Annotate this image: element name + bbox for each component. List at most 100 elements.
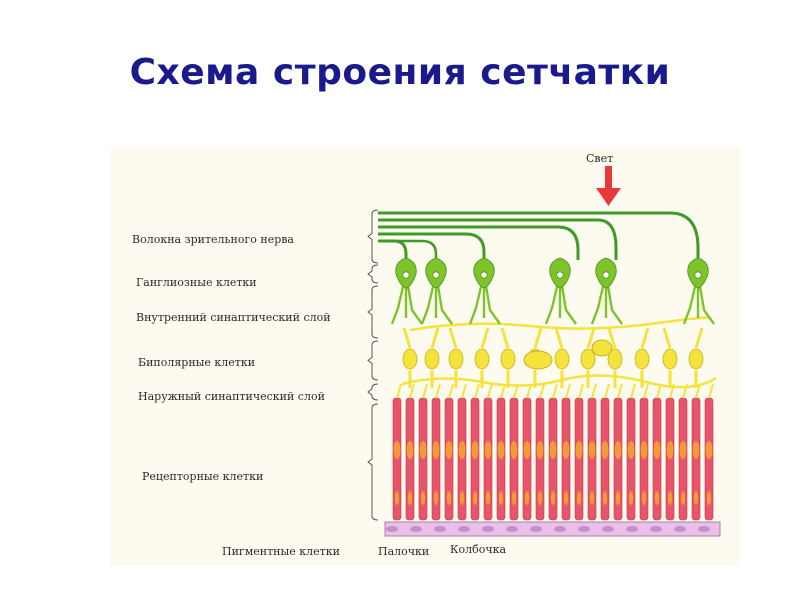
rod-segment [407, 491, 413, 505]
slide-title: Схема строения сетчатки [129, 52, 671, 93]
layer-bracket [367, 383, 379, 401]
pigment-cell [554, 526, 566, 532]
pigment-cell [386, 526, 398, 532]
retina-illustration [367, 166, 721, 537]
rod-segment [420, 491, 426, 505]
rod-segment [563, 491, 569, 505]
layer-bracket [367, 340, 379, 381]
rod-nucleus [523, 441, 531, 459]
optic-nerve-fiber [378, 239, 408, 260]
label-inner-synaptic-layer: Внутренний синаптический слой [136, 311, 331, 324]
rod-segment [576, 491, 582, 505]
bipolar-process [586, 327, 596, 388]
rod-nucleus [640, 441, 648, 459]
outer-synapse-stroke [500, 383, 506, 399]
rod-nucleus [601, 441, 609, 459]
rod-segment [706, 491, 712, 505]
outer-synapse-stroke [461, 383, 467, 399]
rod-segment [602, 491, 608, 505]
pigment-cell [530, 526, 542, 532]
rod-segment [537, 491, 543, 505]
outer-synapse-stroke [578, 383, 584, 399]
bipolar-process [640, 327, 650, 388]
outer-synapse-stroke [643, 383, 649, 399]
label-optic-nerve-fibers: Волокна зрительного нерва [132, 233, 294, 246]
rod-segment [394, 491, 400, 505]
rod-segment [641, 491, 647, 505]
rod-nucleus [627, 441, 635, 459]
rod-segment [511, 491, 517, 505]
rod-nucleus [705, 441, 713, 459]
rod-nucleus [432, 441, 440, 459]
ganglion-nucleus [694, 271, 702, 279]
rod-nucleus [679, 441, 687, 459]
outer-synapse-stroke [708, 383, 714, 399]
label-cone: Колбочка [450, 543, 507, 556]
ganglion-nucleus [480, 271, 488, 279]
rod-segment [459, 491, 465, 505]
rod-nucleus [549, 441, 557, 459]
horizontal-cell-process [401, 374, 717, 389]
outer-synapse-stroke [591, 383, 597, 399]
rod-segment [433, 491, 439, 505]
outer-synapse-stroke [487, 383, 493, 399]
amacrine-cell [523, 350, 553, 370]
rod-nucleus [458, 441, 466, 459]
rod-nucleus [588, 441, 596, 459]
optic-nerve-fiber [378, 218, 618, 260]
optic-nerve-fiber [378, 239, 438, 260]
rod-nucleus [471, 441, 479, 459]
bipolar-process [662, 327, 672, 388]
rod-nucleus [575, 441, 583, 459]
pigment-cell [458, 526, 470, 532]
rod-nucleus [614, 441, 622, 459]
label-pigment-cells: Пигментные клетки [222, 545, 340, 558]
bipolar-cell [634, 348, 650, 370]
outer-synapse-stroke [409, 383, 415, 399]
rod-segment [524, 491, 530, 505]
bipolar-cell [688, 348, 704, 370]
outer-synapse-stroke [604, 383, 610, 399]
label-bipolar-cells: Биполярные клетки [138, 356, 256, 369]
rod-segment [589, 491, 595, 505]
rod-segment [680, 491, 686, 505]
rod-nucleus [536, 441, 544, 459]
outer-synapse-stroke [565, 383, 571, 399]
retina-diagram: Свет Волокна зрительного нерва Ганглиозн… [110, 148, 740, 566]
pigment-cell [410, 526, 422, 532]
ganglion-nucleus [402, 271, 410, 279]
bipolar-process [402, 327, 412, 388]
rod-nucleus [692, 441, 700, 459]
ganglion-nucleus [556, 271, 564, 279]
optic-nerve-fiber [378, 232, 486, 260]
bipolar-process [480, 327, 490, 388]
rod-nucleus [653, 441, 661, 459]
layer-bracket [367, 285, 379, 339]
optic-nerve-fiber [378, 225, 580, 260]
rod-nucleus [445, 441, 453, 459]
outer-synapse-stroke [448, 383, 454, 399]
pigment-cell [650, 526, 662, 532]
outer-synapse-stroke [422, 383, 428, 399]
rod-segment [667, 491, 673, 505]
label-rods: Палочки [378, 545, 430, 558]
bipolar-cell [607, 348, 623, 370]
rod-segment [693, 491, 699, 505]
label-light: Свет [586, 152, 614, 165]
rod-segment [498, 491, 504, 505]
rod-nucleus [510, 441, 518, 459]
label-outer-synaptic-layer: Наружный синаптический слой [138, 390, 325, 403]
layer-bracket [367, 209, 379, 264]
rod-nucleus [406, 441, 414, 459]
layer-bracket [367, 403, 379, 521]
bipolar-cell [424, 348, 440, 370]
pigment-cell [602, 526, 614, 532]
bipolar-process [607, 327, 617, 388]
rod-segment [550, 491, 556, 505]
rod-segment [628, 491, 634, 505]
outer-synapse-stroke [474, 383, 480, 399]
bipolar-cell [554, 348, 570, 370]
pigment-cell [698, 526, 710, 532]
rod-segment [446, 491, 452, 505]
optic-nerve-fiber [378, 211, 700, 260]
